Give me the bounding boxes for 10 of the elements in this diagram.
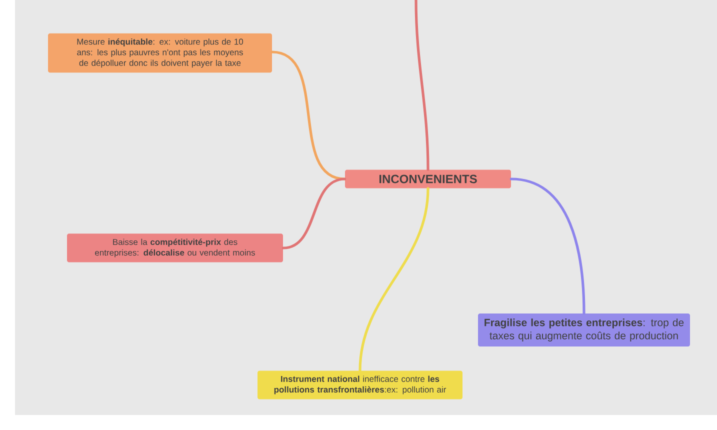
- topic-box: Mesure inéquitable: ex: voiture plus de 10 ans: les plus pauvres n'ont pas les moyens de dépolluer donc ils doivent payer la taxe: [48, 33, 272, 73]
- connector: [510, 178, 586, 315]
- topic-box: INCONVENIENTS: [345, 170, 511, 188]
- topic-box: Baisse la compétitivité-prix des entreprises: délocalise ou vendent moins: [67, 234, 283, 262]
- connector: [358, 187, 430, 372]
- topic-box: Fragilise les petites entreprises: trop de taxes qui augmente coûts de production: [478, 314, 690, 346]
- connector: [282, 178, 346, 250]
- topic-box: Instrument national inefficace contre les pollutions transfrontalières:ex: pollution air: [258, 370, 462, 400]
- connector: [270, 50, 346, 180]
- connector: [414, 0, 430, 171]
